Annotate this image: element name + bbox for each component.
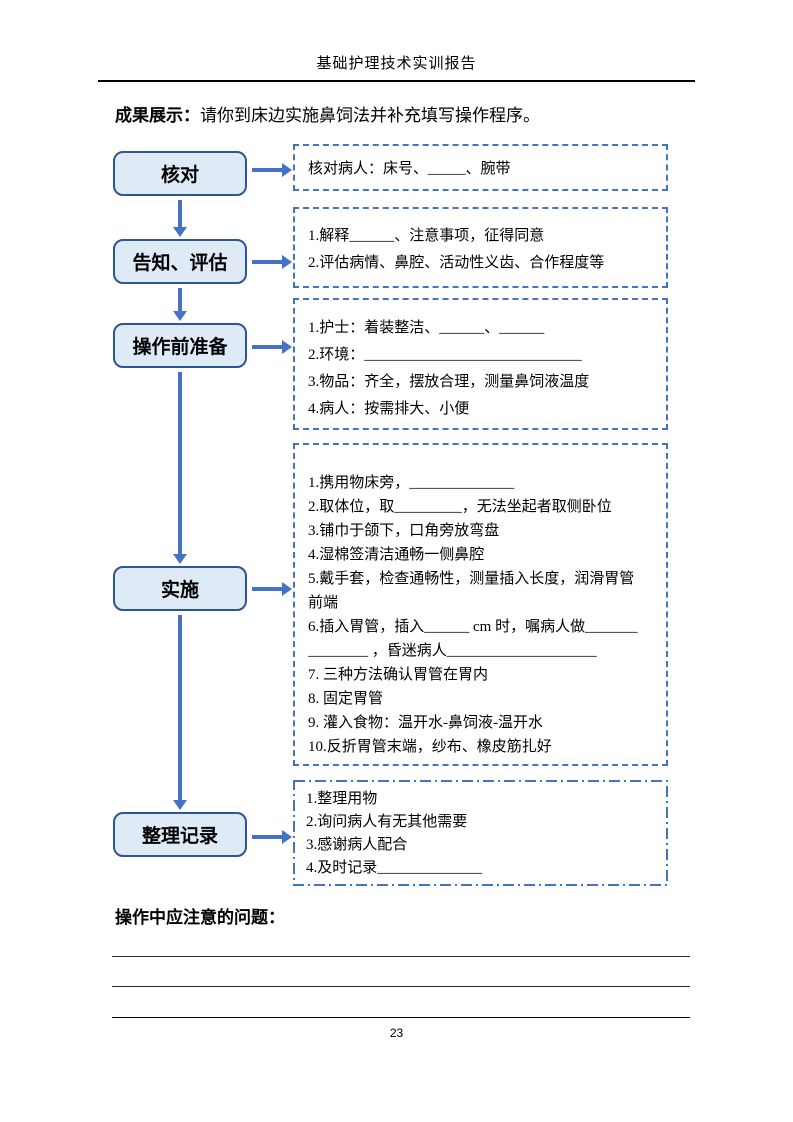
arrow-head: [173, 800, 187, 810]
task-prompt-label: 成果展示：: [115, 106, 200, 125]
stage-box-implement: 实施: [113, 566, 247, 611]
down-arrow-icon: [173, 288, 187, 321]
stage-box-inform-assess: 告知、评估: [113, 239, 247, 284]
note-line: 4.病人：按需排大、小便: [308, 401, 470, 417]
note-box-check: 核对病人：床号、_____、腕带: [293, 144, 668, 191]
arrow-shaft: [252, 835, 284, 839]
note-line: 核对病人：床号、_____、腕带: [308, 161, 511, 177]
down-arrow-icon: [173, 200, 187, 237]
stage-label: 实施: [160, 580, 199, 601]
stage-box-check: 核对: [113, 151, 247, 196]
header-divider: [98, 80, 695, 82]
down-arrow-icon: [173, 372, 187, 564]
note-line: 4.湿棉签清洁通畅一侧鼻腔: [308, 547, 485, 563]
note-line: 8. 固定胃管: [308, 691, 384, 707]
stage-label: 核对: [160, 165, 199, 186]
arrow-head: [282, 163, 292, 177]
note-line: 3.铺巾于颌下，口角旁放弯盘: [308, 523, 500, 539]
stage-label: 整理记录: [141, 826, 218, 847]
arrow-shaft: [178, 200, 182, 227]
note-line: 9. 灌入食物：温开水-鼻饲液-温开水: [308, 715, 543, 731]
note-line: 4.及时记录______________: [306, 860, 483, 876]
stage-label: 操作前准备: [132, 337, 228, 358]
note-line: 5.戴手套，检查通畅性，测量插入长度，润滑胃管: [308, 571, 635, 587]
stage-box-tidy-record: 整理记录: [113, 812, 247, 857]
right-arrow-icon: [252, 830, 292, 844]
right-arrow-icon: [252, 340, 292, 354]
page-header-title: 基础护理技术实训报告: [316, 56, 477, 72]
arrow-shaft: [252, 168, 284, 172]
stage-box-preparation: 操作前准备: [113, 323, 247, 368]
note-box-tidy-record: 1.整理用物 2.询问病人有无其他需要 3.感谢病人配合 4.及时记录_____…: [293, 780, 668, 886]
note-line: 10.反折胃管末端，纱布、橡皮筋扎好: [308, 739, 552, 755]
note-box-inform-assess: 1.解释______、注意事项，征得同意 2.评估病情、鼻腔、活动性义齿、合作程…: [293, 207, 668, 288]
arrow-shaft: [252, 345, 284, 349]
arrow-head: [282, 340, 292, 354]
task-prompt: 成果展示：请你到床边实施鼻饲法并补充填写操作程序。: [115, 101, 540, 126]
note-line: 3.物品：齐全，摆放合理，测量鼻饲液温度: [308, 374, 590, 390]
answer-blank-line: [112, 956, 690, 957]
note-box-preparation: 1.护士：着装整洁、______、______ 2.环境：___________…: [293, 298, 668, 430]
note-line: 2.询问病人有无其他需要: [306, 814, 468, 830]
note-line: 1.护士：着装整洁、______、______: [308, 320, 545, 336]
arrow-head: [173, 227, 187, 237]
note-line: 1.携用物床旁，______________: [308, 475, 515, 491]
right-arrow-icon: [252, 163, 292, 177]
task-prompt-text: 请你到床边实施鼻饲法并补充填写操作程序。: [200, 106, 540, 125]
note-line: 前端: [308, 595, 339, 611]
down-arrow-icon: [173, 615, 187, 810]
note-box-implement: 1.携用物床旁，______________ 2.取体位，取_________，…: [293, 443, 668, 766]
questions-heading: 操作中应注意的问题：: [115, 908, 285, 927]
right-arrow-icon: [252, 255, 292, 269]
arrow-shaft: [252, 260, 284, 264]
stage-label: 告知、评估: [132, 253, 228, 274]
note-line: 1.解释______、注意事项，征得同意: [308, 228, 545, 244]
note-line: 2.取体位，取_________，无法坐起者取侧卧位: [308, 499, 612, 515]
note-line: 2.评估病情、鼻腔、活动性义齿、合作程度等: [308, 255, 605, 271]
note-line: ________ ，昏迷病人____________________: [308, 643, 597, 659]
arrow-shaft: [178, 372, 182, 554]
arrow-shaft: [252, 587, 284, 591]
note-line: 7. 三种方法确认胃管在胃内: [308, 667, 489, 683]
note-line: 2.环境：_____________________________: [308, 347, 582, 363]
arrow-shaft: [178, 615, 182, 800]
arrow-head: [282, 582, 292, 596]
note-line: 6.插入胃管，插入______ cm 时，嘱病人做_______: [308, 619, 638, 635]
arrow-shaft: [178, 288, 182, 311]
answer-blank-line: [112, 1017, 690, 1018]
arrow-head: [282, 830, 292, 844]
right-arrow-icon: [252, 582, 292, 596]
note-line: 3.感谢病人配合: [306, 837, 408, 853]
arrow-head: [282, 255, 292, 269]
arrow-head: [173, 554, 187, 564]
note-line: 1.整理用物: [306, 791, 378, 807]
arrow-head: [173, 311, 187, 321]
answer-blank-line: [112, 986, 690, 987]
page-number: 23: [389, 1026, 404, 1040]
